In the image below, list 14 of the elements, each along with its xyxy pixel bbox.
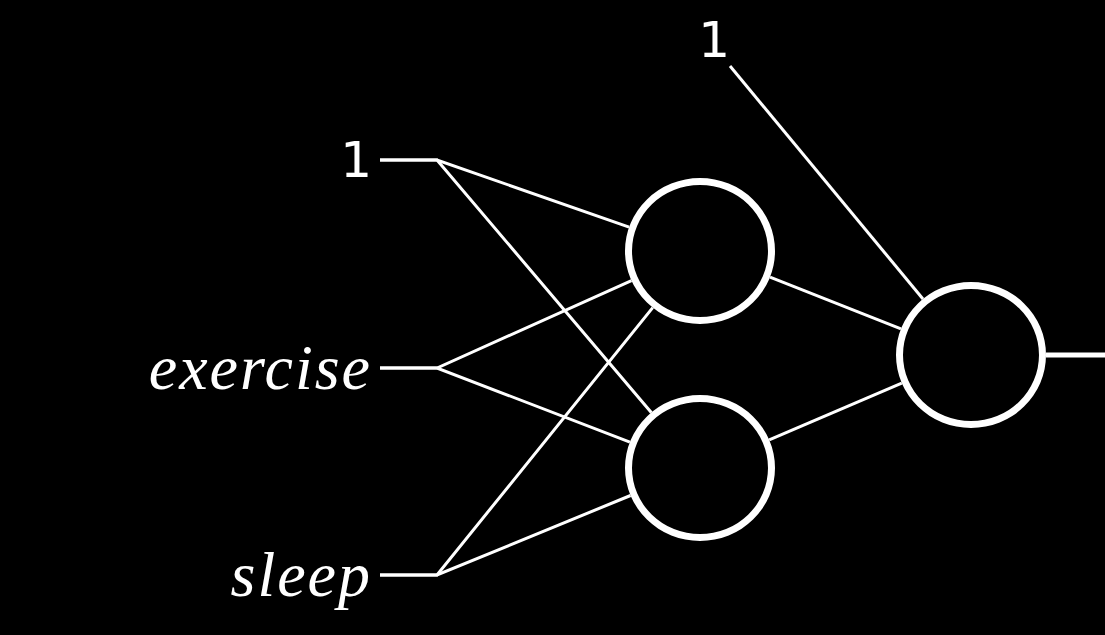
input-label: sleep (230, 538, 372, 612)
neuron-circle (625, 178, 775, 324)
neuron-circle (896, 282, 1046, 428)
bias-label: 1 (340, 131, 372, 189)
connection-line (769, 275, 902, 331)
connection-line (380, 494, 632, 577)
bias-label: 1 (698, 11, 730, 69)
neuron-circle (625, 395, 775, 541)
connection-line (728, 65, 925, 300)
connection-line (1046, 352, 1105, 358)
connection-line (380, 158, 653, 414)
input-label: exercise (148, 331, 372, 405)
connection-line (380, 366, 631, 444)
connection-line (768, 381, 903, 442)
